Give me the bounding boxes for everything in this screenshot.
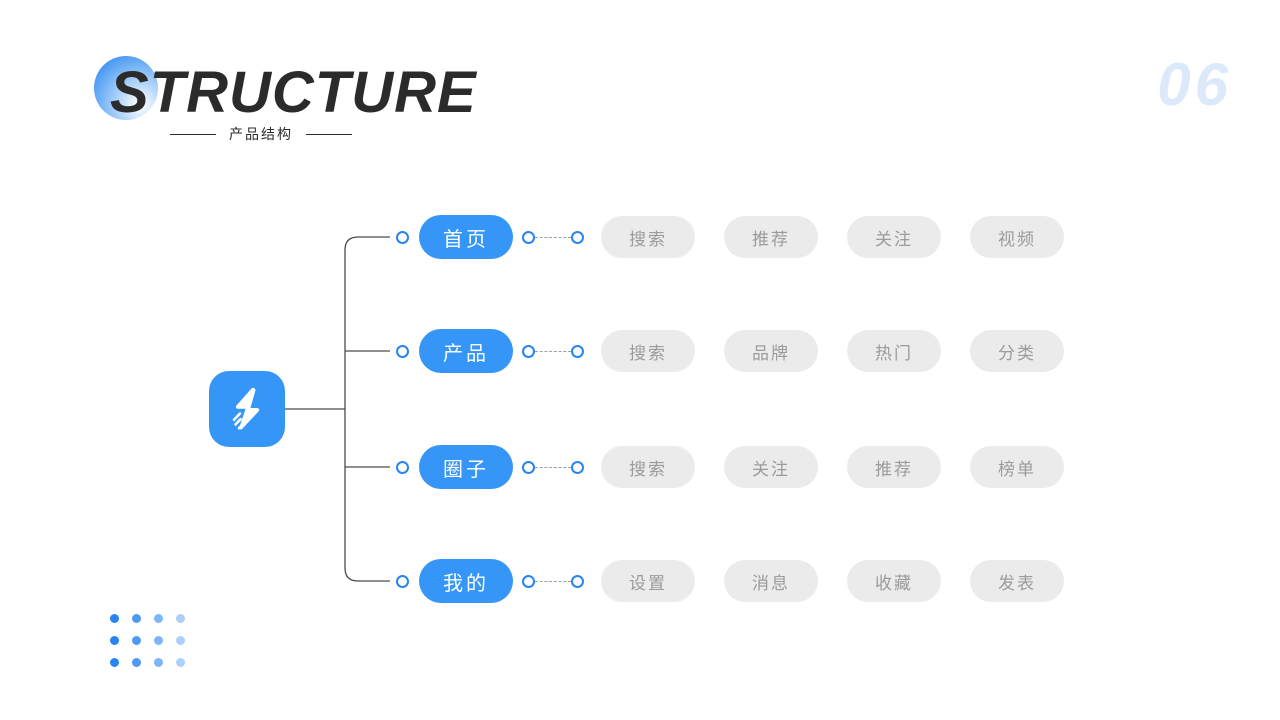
branch-node-4[interactable]: 我的 <box>419 559 513 603</box>
subtitle-group: 产品结构 <box>170 124 352 144</box>
deco-dot <box>110 614 119 623</box>
branch-dot-3 <box>396 460 409 474</box>
branch-row-2: 产品 搜索 品牌 热门 分类 <box>396 329 1064 373</box>
leaf-node-1-3[interactable]: 关注 <box>847 216 941 258</box>
deco-dot <box>176 614 185 623</box>
slide-number: 06 <box>1157 51 1232 118</box>
branch-row-4: 我的 设置 消息 收藏 发表 <box>396 559 1064 603</box>
root-node[interactable] <box>209 371 285 447</box>
dashed-connector-3 <box>535 466 571 468</box>
leaf-node-2-4[interactable]: 分类 <box>970 330 1064 372</box>
subtitle-rule-right <box>306 133 352 135</box>
dashed-connector-2 <box>535 350 571 352</box>
lightning-bolt-icon <box>232 387 260 430</box>
leaf-node-3-1[interactable]: 搜索 <box>601 446 695 488</box>
gradient-ball-decoration <box>94 56 158 120</box>
subtitle-rule-left <box>170 133 216 135</box>
dot-grid-decoration <box>110 614 198 680</box>
branch-dot-4 <box>396 574 409 588</box>
branch-row-3: 圈子 搜索 关注 推荐 榜单 <box>396 445 1064 489</box>
deco-dot <box>132 658 141 667</box>
dashed-connector-4 <box>535 580 571 582</box>
leaf-node-1-4[interactable]: 视频 <box>970 216 1064 258</box>
leaf-node-2-1[interactable]: 搜索 <box>601 330 695 372</box>
leaf-node-1-2[interactable]: 推荐 <box>724 216 818 258</box>
dashed-connector-1 <box>535 236 571 238</box>
link-dot-2-end <box>571 344 584 358</box>
leaf-node-4-4[interactable]: 发表 <box>970 560 1064 602</box>
branch-dot-1 <box>396 230 409 244</box>
leaf-node-4-1[interactable]: 设置 <box>601 560 695 602</box>
leaf-node-4-2[interactable]: 消息 <box>724 560 818 602</box>
slide-header: STRUCTURE 产品结构 06 <box>0 0 1280 170</box>
link-dot-1-end <box>571 230 584 244</box>
deco-dot <box>176 636 185 645</box>
leaf-node-2-2[interactable]: 品牌 <box>724 330 818 372</box>
link-dot-3-end <box>571 460 584 474</box>
link-dot-4-end <box>571 574 584 588</box>
branch-node-3[interactable]: 圈子 <box>419 445 513 489</box>
leaf-node-3-4[interactable]: 榜单 <box>970 446 1064 488</box>
leaf-node-2-3[interactable]: 热门 <box>847 330 941 372</box>
leaf-node-3-2[interactable]: 关注 <box>724 446 818 488</box>
branch-node-2[interactable]: 产品 <box>419 329 513 373</box>
leaf-node-4-3[interactable]: 收藏 <box>847 560 941 602</box>
page-subtitle: 产品结构 <box>229 126 293 142</box>
branch-row-1: 首页 搜索 推荐 关注 视频 <box>396 215 1064 259</box>
leaf-group-2: 搜索 品牌 热门 分类 <box>601 330 1064 372</box>
deco-dot <box>154 636 163 645</box>
deco-dot <box>132 614 141 623</box>
leaf-node-3-3[interactable]: 推荐 <box>847 446 941 488</box>
leaf-node-1-1[interactable]: 搜索 <box>601 216 695 258</box>
link-dot-3-start <box>522 460 535 474</box>
deco-dot <box>154 614 163 623</box>
leaf-group-3: 搜索 关注 推荐 榜单 <box>601 446 1064 488</box>
leaf-group-1: 搜索 推荐 关注 视频 <box>601 216 1064 258</box>
link-dot-1-start <box>522 230 535 244</box>
leaf-group-4: 设置 消息 收藏 发表 <box>601 560 1064 602</box>
deco-dot <box>176 658 185 667</box>
branch-dot-2 <box>396 344 409 358</box>
deco-dot <box>154 658 163 667</box>
deco-dot <box>110 636 119 645</box>
deco-dot <box>132 636 141 645</box>
link-dot-2-start <box>522 344 535 358</box>
page-title: STRUCTURE <box>110 60 477 125</box>
branch-node-1[interactable]: 首页 <box>419 215 513 259</box>
deco-dot <box>110 658 119 667</box>
link-dot-4-start <box>522 574 535 588</box>
